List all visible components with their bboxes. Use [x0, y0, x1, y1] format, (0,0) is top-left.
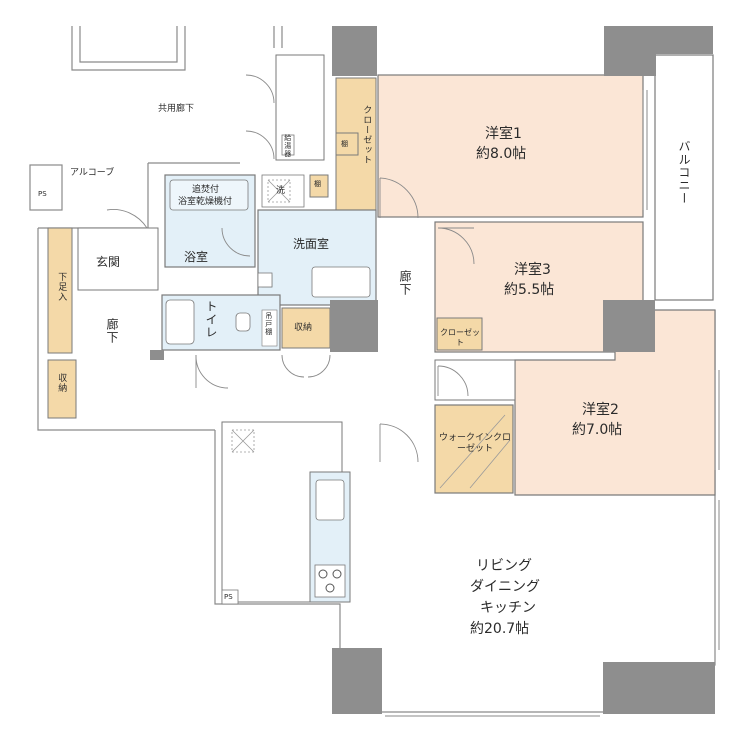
entrance: [77, 227, 159, 291]
ldk-line3: キッチン: [480, 600, 536, 616]
western-room-2: [514, 309, 716, 496]
closet-small-label: クローゼット: [440, 328, 480, 347]
toilet-label: トイレ: [204, 300, 218, 339]
storage-1-label: 収納: [56, 373, 67, 393]
western-room-2-size: 約7.0帖: [572, 422, 623, 438]
western-room-3-name: 洋室3: [514, 262, 551, 278]
ldk-line2: ダイニング: [470, 579, 540, 595]
shelf-1-label: 棚: [341, 140, 348, 148]
common-corridor-label: 共用廊下: [158, 104, 195, 114]
western-room-1: [377, 74, 644, 218]
storage-1: [47, 359, 77, 419]
ps-label: PS: [224, 593, 233, 601]
meter-box-label: 給湯器: [283, 134, 292, 158]
hall-upper-label: 廊下: [398, 270, 412, 296]
laundry-label: 洗: [276, 186, 286, 196]
western-room-1-size: 約8.0帖: [476, 146, 527, 162]
closet-label: クローゼット: [361, 105, 372, 165]
shelf-2-label: 棚: [314, 180, 321, 188]
walkin-closet: [434, 404, 514, 494]
shoe-storage: [47, 227, 73, 354]
bath-label: 浴室: [184, 250, 209, 264]
western-room-3-size: 約5.5帖: [504, 282, 555, 298]
storage-2: [281, 307, 331, 349]
closet-small: [436, 317, 483, 351]
hanger-label: 吊戸棚: [264, 312, 273, 336]
ldk-line1: リビング: [476, 558, 532, 574]
washroom-label: 洗面室: [293, 237, 330, 251]
walkin-closet-label: ウォークインクローゼット: [439, 433, 512, 455]
alcove-label: アルコーブ: [70, 168, 115, 178]
entrance-label: 玄関: [96, 255, 121, 269]
balcony-label: バルコニー: [677, 140, 691, 205]
balcony: [654, 54, 714, 301]
ps-label: PS: [38, 190, 47, 198]
western-room-2-name: 洋室2: [582, 402, 619, 418]
storage-2-label: 収納: [294, 323, 313, 333]
hall-lower-label: 廊下: [105, 318, 119, 344]
bath-note-2: 浴室乾燥機付: [178, 197, 233, 207]
shoe-storage-label: 下足入: [56, 272, 67, 302]
bath-note-1: 追焚付: [192, 185, 220, 195]
western-room-1-name: 洋室1: [485, 126, 522, 142]
ldk-size: 約20.7帖: [470, 621, 530, 637]
